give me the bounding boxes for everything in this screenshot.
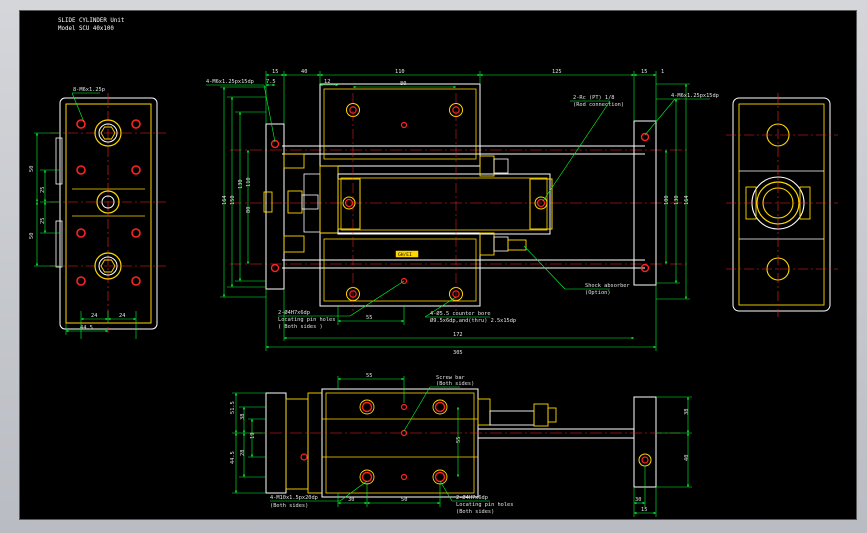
front-dim-80: 80 bbox=[400, 81, 406, 87]
left-view-bosses bbox=[94, 119, 122, 280]
center-mark-label: GH/EI bbox=[398, 252, 412, 258]
bottom-view-dimensions bbox=[232, 376, 692, 517]
bottom-dim-38-right: 38 bbox=[684, 409, 690, 415]
bottom-dim-30: 30 bbox=[348, 497, 354, 503]
bottom-note-tap-sub: (Both sides) bbox=[270, 503, 308, 509]
front-dim-172: 172 bbox=[453, 332, 463, 338]
bottom-dim-44-5: 44.5 bbox=[230, 451, 236, 464]
left-view-dimensions bbox=[34, 92, 137, 339]
front-dim-12: 12 bbox=[324, 79, 330, 85]
front-view-dimensions bbox=[206, 71, 710, 351]
left-view-bolt-holes bbox=[76, 119, 141, 286]
front-dim-130-right: 130 bbox=[674, 195, 680, 205]
front-dim-55: 55 bbox=[366, 315, 372, 321]
bottom-dim-19: 19 bbox=[250, 433, 256, 439]
front-dim-110-left: 110 bbox=[246, 177, 252, 187]
bottom-dim-38: 38 bbox=[240, 414, 246, 420]
front-dim-110: 110 bbox=[395, 69, 405, 75]
front-note-port: 2-Rc (PT) 1/8 bbox=[573, 95, 614, 101]
bottom-view: 55 51.5 38 19 44.5 28 55 30 50 38 40 30 … bbox=[230, 373, 692, 517]
front-dim-130-left: 130 bbox=[238, 179, 244, 189]
front-note-shock-sub: (Option) bbox=[585, 290, 611, 296]
bottom-dim-51-5: 51.5 bbox=[230, 401, 236, 414]
left-dim-25-bottom: 25 bbox=[40, 218, 46, 224]
front-dim-164-left: 164 bbox=[222, 195, 228, 205]
bottom-view-holes bbox=[300, 399, 448, 485]
front-view: GH/EI bbox=[206, 69, 719, 356]
front-dim-100-right: 100 bbox=[664, 195, 670, 205]
front-dim-15-left: 15 bbox=[272, 69, 278, 75]
front-note-dowel-sub: Locating pin holes bbox=[278, 317, 335, 323]
front-dim-164-right: 164 bbox=[684, 195, 690, 205]
front-dim-125: 125 bbox=[552, 69, 562, 75]
front-dim-40: 40 bbox=[301, 69, 307, 75]
left-dim-24-b: 24 bbox=[119, 313, 125, 319]
front-note-dowel: 2-Ø4H7x6dp bbox=[278, 309, 310, 316]
front-dim-150: 150 bbox=[230, 195, 236, 205]
front-note-shock: Shock absorber bbox=[585, 283, 630, 289]
bottom-note-dowel-sub2: (Both sides) bbox=[456, 509, 494, 515]
left-dim-44-5: 44.5 bbox=[80, 325, 93, 331]
front-dim-1: 1 bbox=[661, 69, 664, 75]
bottom-note-screw: Screw bar bbox=[436, 375, 465, 381]
drawing-svg: SLIDE CYLINDER Unit Model SCU 40x100 bbox=[29, 18, 838, 517]
left-end-view: 8-M6x1.25p 50 25 25 50 24 24 44.5 bbox=[29, 87, 166, 339]
title-line-1: SLIDE CYLINDER Unit bbox=[58, 18, 124, 24]
bottom-note-tap: 4-M10x1.5px20dp bbox=[270, 495, 318, 501]
bottom-note-dowel-sub: Locating pin holes bbox=[456, 502, 513, 508]
left-dim-50-top: 50 bbox=[29, 166, 35, 172]
drawing-canvas[interactable]: SLIDE CYLINDER Unit Model SCU 40x100 bbox=[19, 10, 857, 520]
bottom-dim-30-right: 30 bbox=[635, 497, 641, 503]
front-note-cbore-sub: Ø9.5x6dp,and(thru) 2.5x15dp bbox=[430, 317, 516, 324]
left-dim-50-bottom: 50 bbox=[29, 233, 35, 239]
front-note-tap-left: 4-M6x1.25px15dp bbox=[206, 79, 254, 85]
bottom-note-dowel: 2-Ø4H7x6dp bbox=[456, 494, 488, 501]
front-note-dowel-sub2: ( Both sides ) bbox=[278, 324, 323, 330]
left-dim-25-top: 25 bbox=[40, 187, 46, 193]
front-dim-15-right: 15 bbox=[641, 69, 647, 75]
bottom-note-screw-sub: (Both sides) bbox=[436, 381, 474, 387]
bottom-dim-55-top: 55 bbox=[366, 373, 372, 379]
bottom-dim-55-side: 55 bbox=[456, 437, 462, 443]
right-end-view bbox=[726, 93, 838, 317]
title-block: SLIDE CYLINDER Unit Model SCU 40x100 bbox=[58, 18, 124, 32]
front-dim-80-left: 80 bbox=[246, 207, 252, 213]
front-note-port-sub: (Rod connection) bbox=[573, 102, 624, 108]
front-dim-7-5: 7.5 bbox=[266, 79, 276, 85]
front-note-cbore: 4-Ø5.5 counter bore bbox=[430, 310, 491, 317]
front-note-tap-right: 4-M6x1.25px15dp bbox=[671, 93, 719, 99]
left-dim-24-a: 24 bbox=[91, 313, 97, 319]
bottom-dim-40-right: 40 bbox=[684, 455, 690, 461]
front-dim-305: 305 bbox=[453, 350, 463, 356]
bottom-dim-15-right: 15 bbox=[641, 507, 647, 513]
bottom-dim-28: 28 bbox=[240, 450, 246, 456]
left-view-hole-note: 8-M6x1.25p bbox=[73, 87, 105, 93]
title-line-2: Model SCU 40x100 bbox=[58, 26, 114, 32]
bottom-dim-50: 50 bbox=[401, 497, 407, 503]
